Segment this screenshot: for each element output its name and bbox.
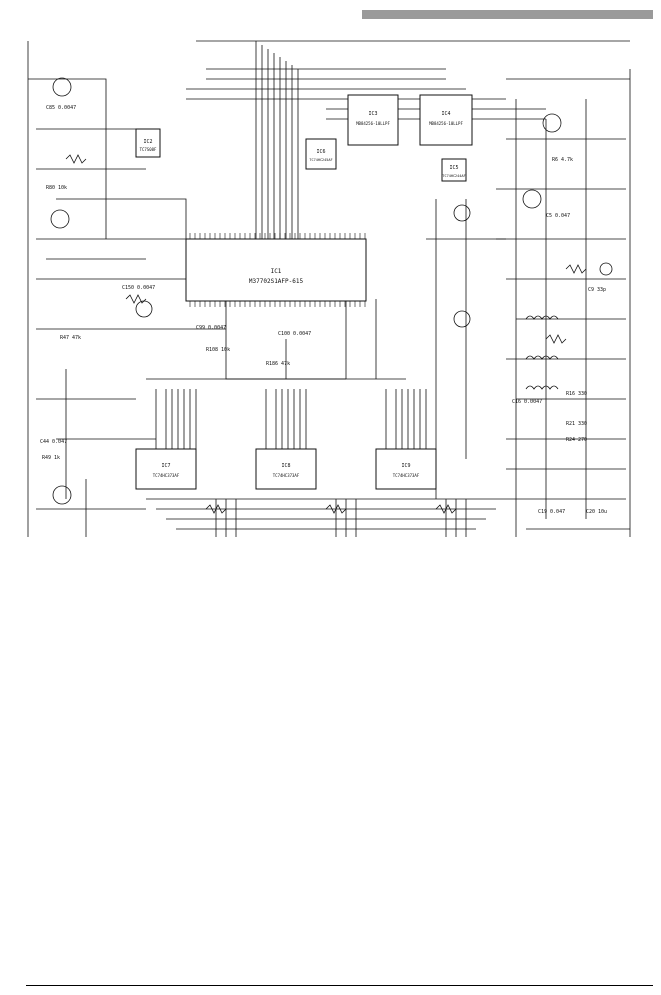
blank-page-area xyxy=(0,545,661,985)
ic9-ref: IC9 xyxy=(401,463,410,469)
ic7-ref: IC7 xyxy=(161,463,170,469)
ic6-part: TC74HC245AF xyxy=(309,158,332,162)
label-c9: C9 33p xyxy=(588,287,606,293)
label-c16: C16 0.0047 xyxy=(512,399,542,405)
label-c20: C20 10u xyxy=(586,509,607,515)
label-c100: C100 0.0047 xyxy=(278,331,311,337)
footer-rule xyxy=(26,985,653,986)
ic3-ref: IC3 xyxy=(368,111,377,117)
ic7-part: TC74HC373AF xyxy=(153,473,180,478)
ic1-body xyxy=(185,238,367,302)
label-r108: R108 10k xyxy=(206,347,230,353)
label-r24: R24 270 xyxy=(566,437,587,443)
ic9-part: TC74HC373AF xyxy=(393,473,420,478)
label-c44: C44 0.047 xyxy=(40,439,67,445)
ic1-part: M37702S1AFP-615 xyxy=(249,278,304,285)
label-r47: R47 47k xyxy=(60,335,81,341)
label-c19: C19 0.047 xyxy=(538,509,565,515)
ic4-ref: IC4 xyxy=(441,111,450,117)
ic6-ref: IC6 xyxy=(316,149,325,155)
label-r21: R21 330 xyxy=(566,421,587,427)
ic2-ref: IC2 xyxy=(143,139,152,145)
ic4-part: MB84256-10LLPF xyxy=(429,121,463,126)
label-c150: C150 0.0047 xyxy=(122,285,155,291)
label-c99: C99 0.0047 xyxy=(196,325,226,331)
ic5-ref: IC5 xyxy=(449,165,458,171)
circuit-schematic: IC1 M37702S1AFP-615 IC2 TC7S08F IC3 MB84… xyxy=(26,39,632,539)
ic8-ref: IC8 xyxy=(281,463,290,469)
label-r186: R186 47k xyxy=(266,361,290,367)
ic3-part: MB84256-10LLPF xyxy=(356,121,390,126)
ic2-part: TC7S08F xyxy=(140,147,157,152)
schematic-canvas: IC1 M37702S1AFP-615 IC2 TC7S08F IC3 MB84… xyxy=(27,40,631,537)
label-r80: R80 10k xyxy=(46,185,67,191)
label-r16: R16 330 xyxy=(566,391,587,397)
ic8-part: TC74HC373AF xyxy=(273,473,300,478)
page-header-bar xyxy=(362,10,653,19)
label-r6: R6 4.7k xyxy=(552,157,573,163)
label-c85: C85 0.0047 xyxy=(46,105,76,111)
label-c5: C5 0.047 xyxy=(546,213,570,219)
ic5-part: TC74HC244AF xyxy=(442,174,465,178)
label-r49: R49 1k xyxy=(42,455,60,461)
ic1-ref: IC1 xyxy=(271,268,282,275)
